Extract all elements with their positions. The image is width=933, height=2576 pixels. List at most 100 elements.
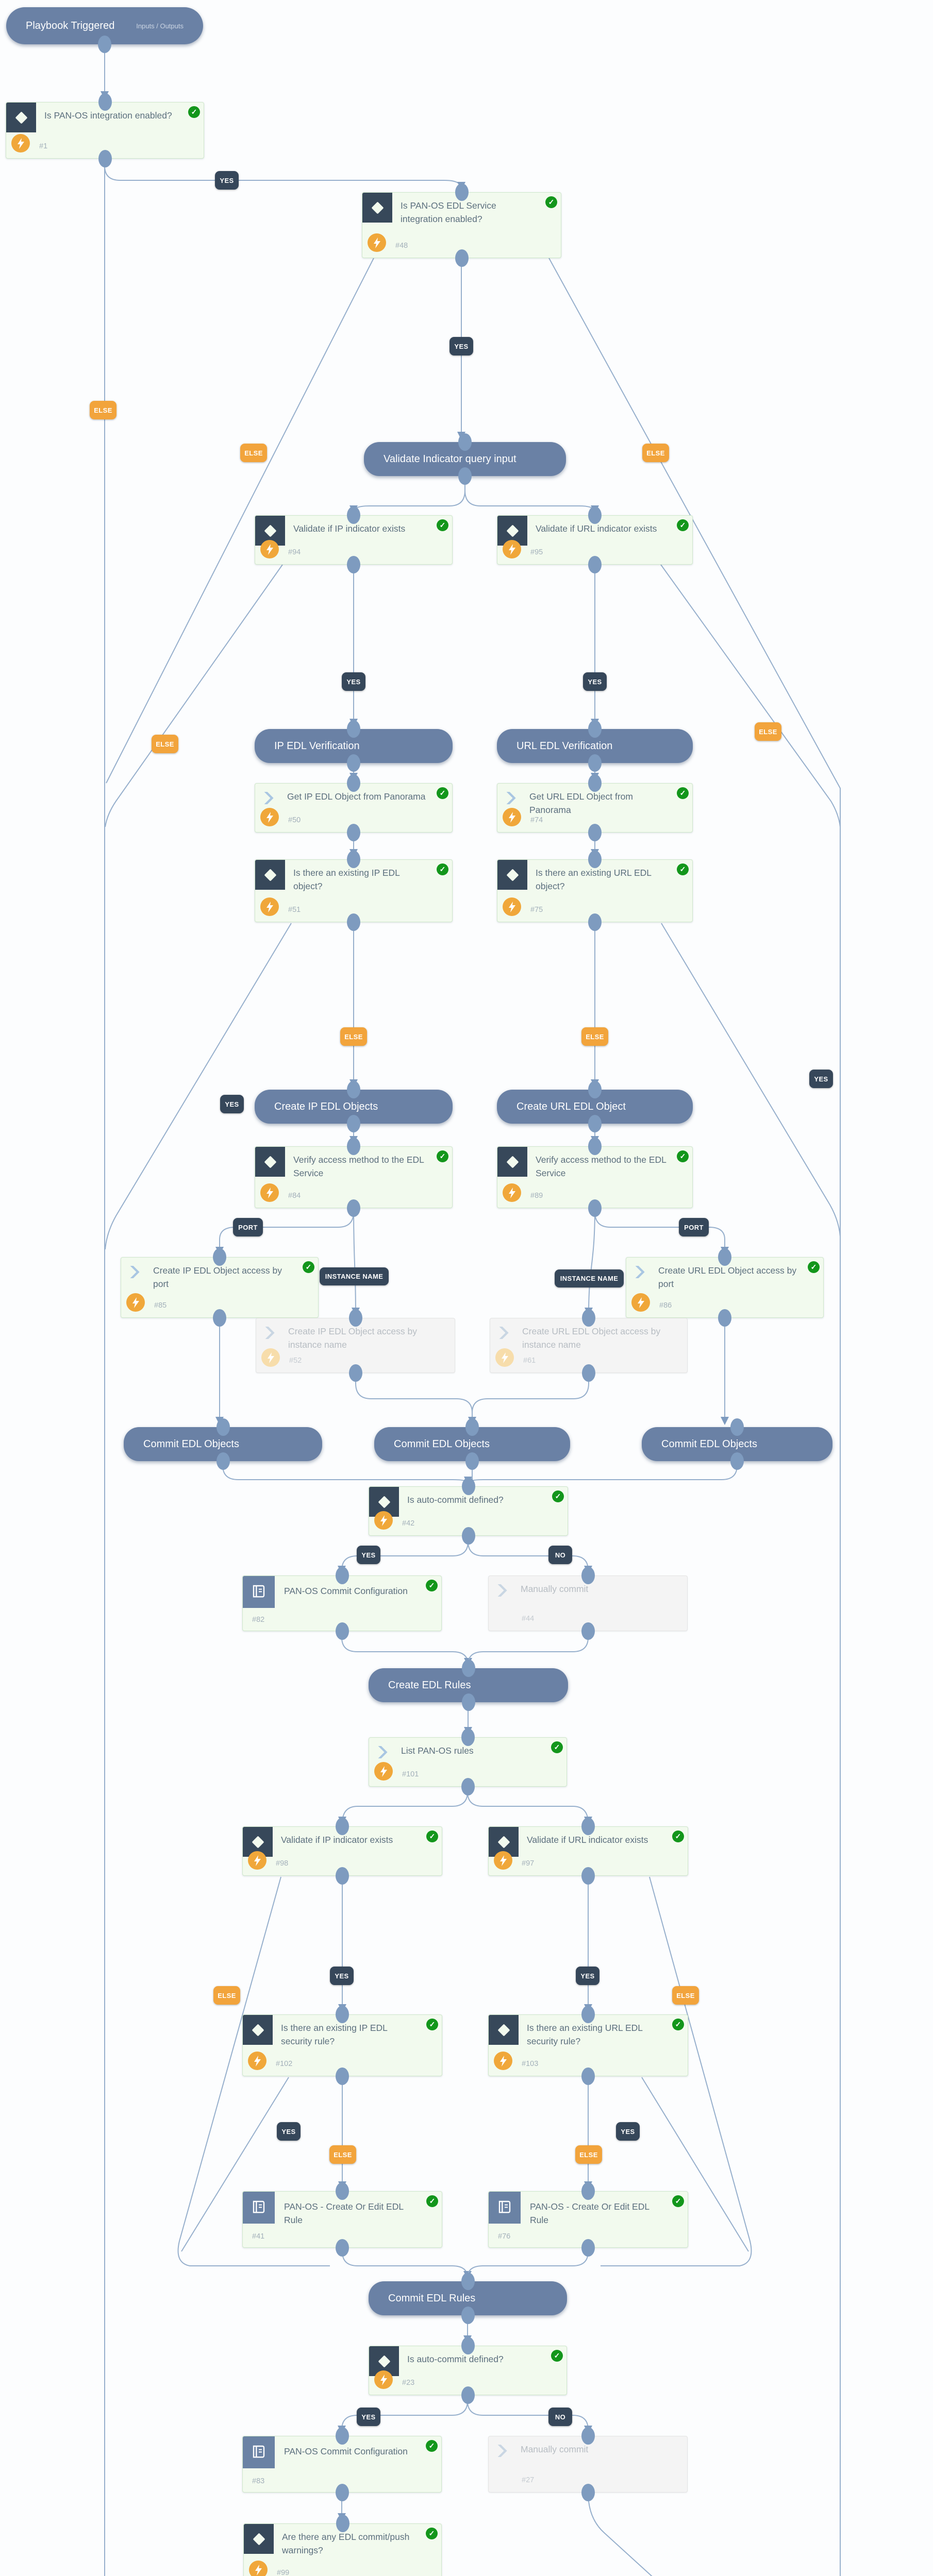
connector-dot[interactable] [461,1478,475,1495]
task-node-n1[interactable]: Is PAN-OS integration enabled?✓#1 [6,102,204,159]
branch-label-else_b_l[interactable]: ELSE [240,444,267,462]
branch-label-yes_94[interactable]: YES [342,672,365,691]
connector-dot[interactable] [588,1115,602,1132]
task-node-n27[interactable]: Manually commit#27 [488,2436,688,2493]
branch-label-else_95[interactable]: ELSE [755,722,781,741]
connector-dot[interactable] [216,1418,230,1436]
task-node-n84[interactable]: Verify access method to the EDL Service✓… [255,1146,453,1208]
connector-dot[interactable] [581,1567,595,1584]
connector-dot[interactable] [347,754,360,772]
connector-dot[interactable] [335,2427,349,2445]
branch-label-else_102[interactable]: ELSE [329,2145,356,2164]
branch-label-else_51[interactable]: ELSE [340,1027,367,1046]
connector-dot[interactable] [461,2386,475,2404]
connector-dot[interactable] [461,2307,475,2324]
branch-label-else_98[interactable]: ELSE [213,1986,240,2005]
connector-dot[interactable] [98,150,112,167]
branch-label-yes_95[interactable]: YES [583,672,607,691]
branch-label-iname_r[interactable]: INSTANCE NAME [555,1269,624,1287]
task-node-n99[interactable]: Are there any EDL commit/push warnings?✓… [243,2523,442,2576]
connector-dot[interactable] [455,249,469,267]
connector-dot[interactable] [581,1818,595,1835]
task-node-n83[interactable]: PAN-OS Commit Configuration✓#83 [242,2436,442,2493]
connector-dot[interactable] [730,1452,744,1470]
task-node-n41[interactable]: PAN-OS - Create Or Edit EDL Rule✓#41 [242,2191,442,2248]
branch-label-no_23[interactable]: NO [548,2408,572,2426]
connector-dot[interactable] [98,36,111,53]
task-node-n103[interactable]: Is there an existing URL EDL security ru… [488,2014,688,2076]
branch-label-iname_l[interactable]: INSTANCE NAME [320,1267,389,1285]
task-node-n48[interactable]: Is PAN-OS EDL Service integration enable… [362,192,561,258]
connector-dot[interactable] [336,2067,349,2085]
branch-label-yes_103[interactable]: YES [616,2122,640,2141]
branch-label-else_103[interactable]: ELSE [575,2145,602,2164]
branch-label-yes_97[interactable]: YES [576,1967,599,1985]
branch-label-else_b_r[interactable]: ELSE [642,444,669,462]
connector-dot[interactable] [581,1867,595,1885]
branch-label-yes_98[interactable]: YES [330,1967,354,1985]
connector-dot[interactable] [213,1309,226,1327]
branch-label-yes_42[interactable]: YES [357,1546,380,1564]
connector-dot[interactable] [347,1115,360,1132]
connector-dot[interactable] [336,1867,349,1885]
task-node-n51[interactable]: Is there an existing IP EDL object?✓#51 [255,859,453,922]
branch-label-port_l[interactable]: PORT [233,1218,263,1236]
connector-dot[interactable] [347,556,360,573]
connector-dot[interactable] [461,2273,475,2290]
branch-label-yes_102[interactable]: YES [277,2122,301,2141]
connector-dot[interactable] [347,824,360,841]
connector-dot[interactable] [347,720,360,738]
task-node-n61[interactable]: Create URL EDL Object access by instance… [490,1318,688,1373]
connector-dot[interactable] [718,1248,731,1266]
connector-dot[interactable] [335,2484,349,2501]
connector-dot[interactable] [588,556,602,573]
connector-dot[interactable] [216,1452,230,1470]
branch-label-yes_75[interactable]: YES [809,1070,833,1088]
connector-dot[interactable] [588,1081,602,1098]
task-node-n85[interactable]: Create IP EDL Object access by port✓#85 [121,1257,319,1318]
connector-dot[interactable] [213,1248,226,1266]
connector-dot[interactable] [347,851,360,868]
connector-dot[interactable] [461,1728,475,1746]
connector-dot[interactable] [588,754,602,772]
branch-label-yes_a[interactable]: YES [215,171,239,190]
connector-dot[interactable] [336,1818,349,1835]
connector-dot[interactable] [461,1659,475,1677]
connector-dot[interactable] [588,1138,602,1155]
connector-dot[interactable] [348,1309,362,1327]
connector-dot[interactable] [581,2006,595,2023]
branch-label-else_long[interactable]: ELSE [90,401,116,419]
connector-dot[interactable] [581,2427,595,2445]
connector-dot[interactable] [581,1622,595,1640]
connector-dot[interactable] [347,913,360,931]
task-node-n102[interactable]: Is there an existing IP EDL security rul… [242,2014,442,2076]
branch-label-port_r[interactable]: PORT [679,1218,709,1236]
branch-label-yes_b[interactable]: YES [449,337,473,355]
connector-dot[interactable] [730,1418,744,1436]
task-node-n82[interactable]: PAN-OS Commit Configuration✓#82 [242,1575,442,1631]
task-node-n89[interactable]: Verify access method to the EDL Service✓… [497,1146,693,1208]
branch-label-yes_51[interactable]: YES [220,1095,244,1113]
connector-dot[interactable] [465,1418,479,1436]
task-node-n75[interactable]: Is there an existing URL EDL object?✓#75 [497,859,693,922]
connector-dot[interactable] [458,467,472,485]
connector-dot[interactable] [582,1309,595,1327]
connector-dot[interactable] [588,720,602,738]
connector-dot[interactable] [588,851,602,868]
connector-dot[interactable] [588,1199,602,1217]
connector-dot[interactable] [588,506,602,524]
connector-dot[interactable] [582,1364,595,1382]
connector-dot[interactable] [581,2182,595,2200]
branch-label-no_42[interactable]: NO [548,1546,572,1564]
connector-dot[interactable] [348,1364,362,1382]
branch-label-else_94[interactable]: ELSE [152,735,178,753]
section-banner-b_validate[interactable]: Validate Indicator query input [364,442,566,476]
connector-dot[interactable] [461,1693,475,1711]
connector-dot[interactable] [347,1199,360,1217]
connector-dot[interactable] [335,1622,349,1640]
connector-dot[interactable] [461,1778,475,1795]
connector-dot[interactable] [336,2182,349,2200]
connector-dot[interactable] [458,433,472,451]
